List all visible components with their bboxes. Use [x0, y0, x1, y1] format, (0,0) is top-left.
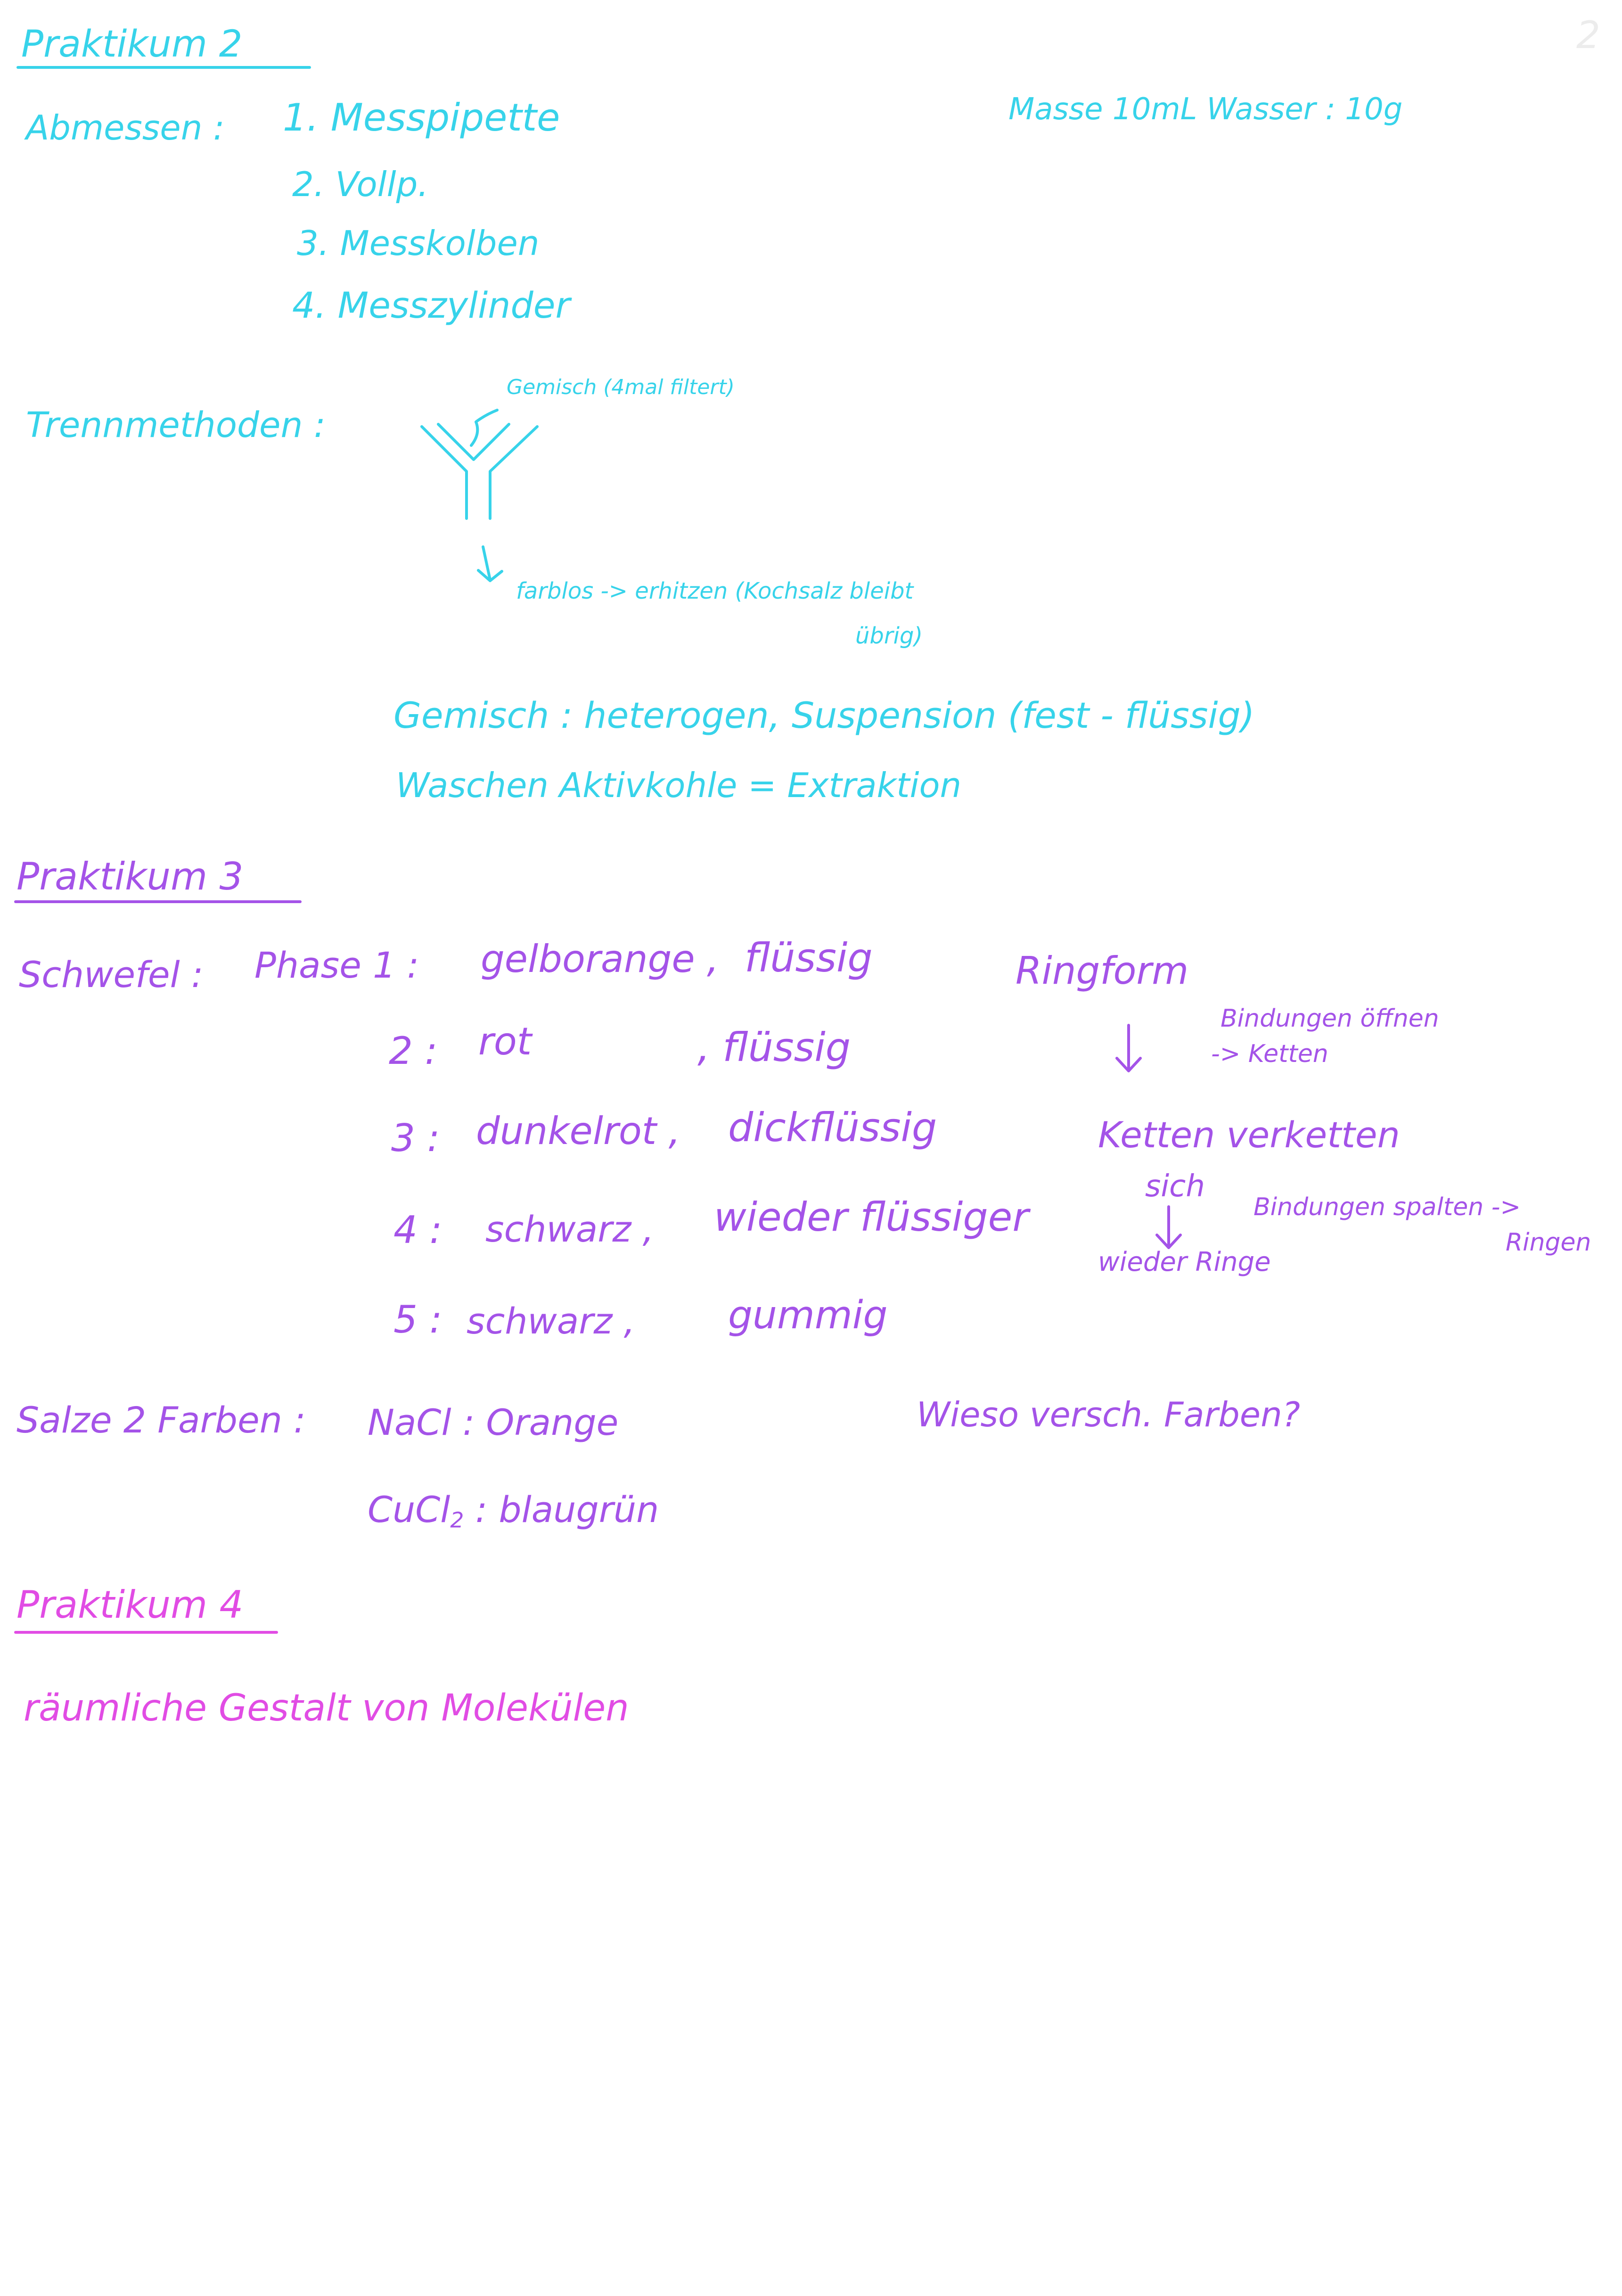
- section-2-underline: [16, 66, 311, 69]
- phase-label: Phase 1 :: [254, 944, 419, 986]
- ketten-verketten: Ketten verketten: [1098, 1114, 1400, 1156]
- phase-3-num: 3 :: [391, 1116, 440, 1160]
- measure-item-3: 3. Messkolben: [297, 223, 540, 263]
- wieder-ringe: wieder Ringe: [1098, 1247, 1271, 1277]
- gemisch-line: Gemisch : heterogen, Suspension (fest - …: [393, 694, 1255, 736]
- section-4-text: räumliche Gestalt von Molekülen: [24, 1687, 629, 1729]
- phase-4-num: 4 :: [393, 1208, 442, 1252]
- masse-note: Masse 10mL Wasser : 10g: [1008, 92, 1403, 127]
- abmessen-label: Abmessen :: [26, 108, 225, 148]
- phase-5-num: 5 :: [393, 1298, 442, 1341]
- phase-1-color: gelborange ,: [481, 937, 719, 981]
- section-4-underline: [14, 1631, 278, 1634]
- ringen-note: Ringen: [1506, 1228, 1591, 1257]
- farblos-note: farblos -> erhitzen (Kochsalz bleibt: [516, 578, 914, 604]
- ringform: Ringform: [1016, 949, 1189, 993]
- phase-2-color: rot: [478, 1020, 532, 1063]
- measure-item-2: 2. Vollp.: [292, 165, 429, 204]
- waschen-line: Waschen Aktivkohle = Extraktion: [396, 765, 962, 805]
- farblos-note-2: übrig): [855, 623, 923, 649]
- bindungen-oeffnen: Bindungen öffnen: [1221, 1004, 1439, 1033]
- salze-label: Salze 2 Farben :: [16, 1399, 306, 1441]
- schwefel-label: Schwefel :: [19, 954, 204, 996]
- cucl2-formula: CuCl: [368, 1489, 451, 1531]
- ketten-arrow: -> Ketten: [1211, 1040, 1328, 1068]
- wieso-question: Wieso versch. Farben?: [917, 1395, 1300, 1434]
- phase-3-state: dickflüssig: [728, 1104, 937, 1151]
- section-4-heading: Praktikum 4: [16, 1583, 244, 1627]
- phase-4-color: schwarz ,: [485, 1208, 654, 1250]
- phase-5-color: schwarz ,: [467, 1300, 635, 1342]
- phase-1-state: flüssig: [745, 935, 873, 981]
- cucl2-line: CuCl2 : blaugrün: [368, 1492, 659, 1531]
- sich-note: sich: [1145, 1169, 1205, 1204]
- phase-4-state: wieder flüssiger: [714, 1194, 1029, 1240]
- section-3-underline: [14, 900, 302, 903]
- page-number: 2: [1576, 13, 1600, 57]
- section-3-heading: Praktikum 3: [16, 855, 244, 898]
- phase-2-state: , flüssig: [697, 1024, 851, 1070]
- phase-2-num: 2 :: [389, 1029, 438, 1073]
- section-2-heading: Praktikum 2: [21, 23, 243, 66]
- measure-item-1: 1. Messpipette: [283, 96, 560, 140]
- gemisch-annotation: Gemisch (4mal filtert): [507, 375, 735, 399]
- phase-3-color: dunkelrot ,: [476, 1109, 681, 1153]
- measure-item-4: 4. Messzylinder: [292, 284, 570, 326]
- phase-5-state: gummig: [728, 1293, 888, 1338]
- nacl-line: NaCl : Orange: [368, 1401, 619, 1443]
- trennmethoden-label: Trennmethoden :: [26, 405, 326, 445]
- cucl2-color: : blaugrün: [475, 1489, 659, 1531]
- cucl2-subscript: 2: [450, 1507, 464, 1533]
- bindungen-spalten: Bindungen spalten ->: [1253, 1193, 1521, 1221]
